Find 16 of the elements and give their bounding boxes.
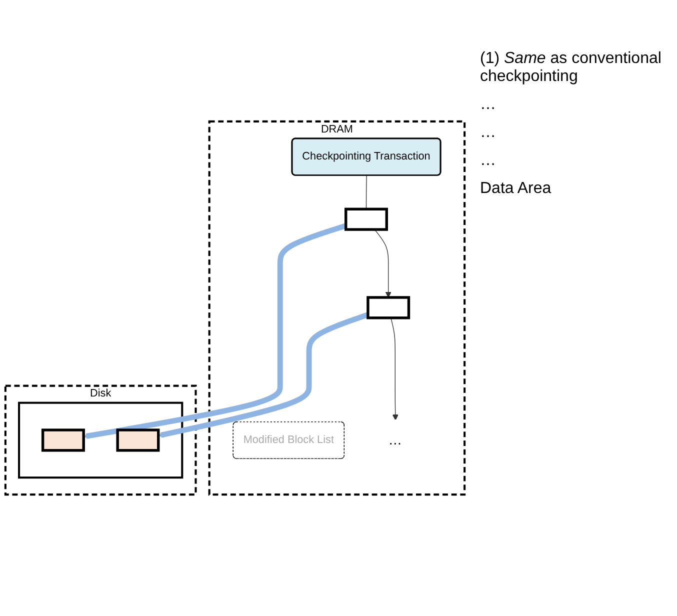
arrow bbox=[374, 229, 392, 298]
note-text: … bbox=[480, 124, 497, 142]
node-box bbox=[41, 428, 85, 452]
note-text: … bbox=[480, 96, 497, 114]
note-text: … bbox=[480, 152, 497, 170]
node-box bbox=[344, 208, 388, 231]
connector bbox=[366, 175, 367, 210]
note-text: Data Area bbox=[480, 180, 552, 198]
node-box bbox=[366, 296, 410, 320]
note-text: (1) Same as conventional checkpointing bbox=[480, 50, 662, 86]
node-text: … bbox=[388, 432, 402, 448]
cluster: Disk bbox=[4, 384, 197, 496]
node-box bbox=[116, 428, 160, 452]
cluster bbox=[18, 402, 184, 479]
arrow bbox=[158, 312, 369, 438]
arrow bbox=[390, 318, 398, 420]
